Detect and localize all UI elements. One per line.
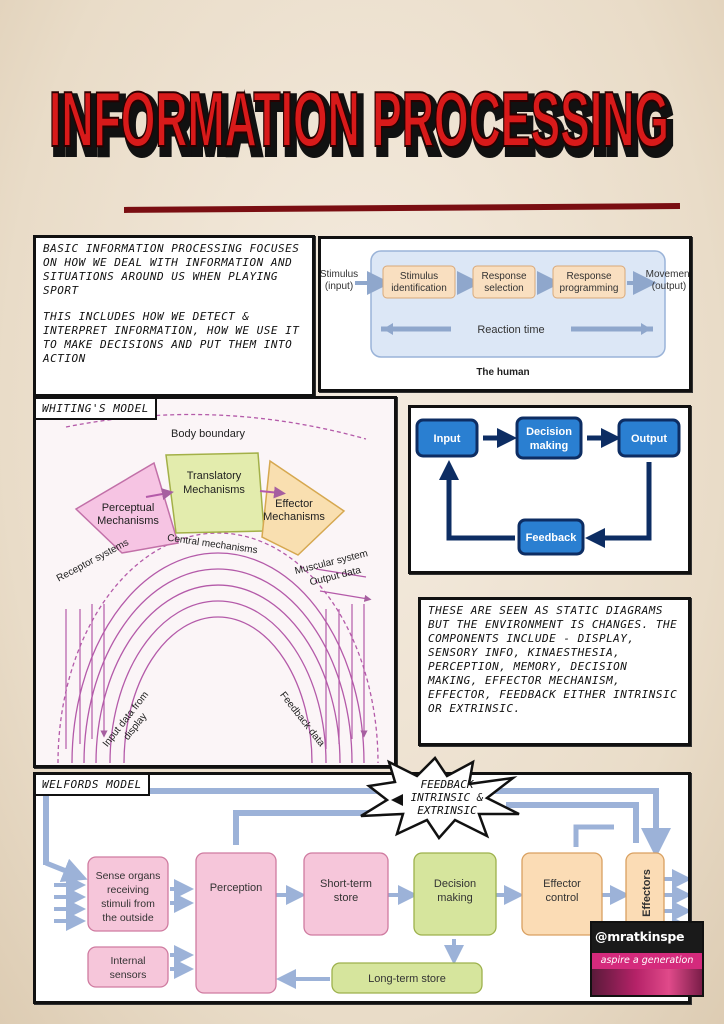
perception-label: Perception bbox=[210, 882, 263, 894]
intro-para-1: BASIC INFORMATION PROCESSING FOCUSES ON … bbox=[43, 242, 300, 297]
stimulus-identification-box bbox=[382, 265, 456, 299]
long-term-store-box bbox=[331, 962, 483, 994]
loop-input: Input bbox=[434, 433, 461, 445]
effector-mechanisms-box bbox=[261, 459, 346, 556]
body-boundary-label: Body boundary bbox=[171, 428, 245, 440]
title-text: INFORMATION PROCESSING bbox=[49, 75, 669, 163]
static-note-text: THESE ARE SEEN AS STATIC DIAGRAMS BUT TH… bbox=[428, 604, 678, 715]
title-shadow: INFORMATION PROCESSING bbox=[53, 81, 673, 169]
the-human-caption: The human bbox=[476, 367, 529, 378]
loop-feedback: Feedback bbox=[526, 532, 578, 544]
response-selection-box bbox=[472, 265, 536, 299]
badge-photo-strip bbox=[592, 969, 702, 995]
intro-para-2: THIS INCLUDES HOW WE DETECT & INTERPRET … bbox=[43, 310, 300, 365]
effectors-label: Effectors bbox=[641, 869, 653, 917]
reaction-time-label: Reaction time bbox=[477, 324, 544, 336]
decision-making-box bbox=[413, 852, 497, 936]
static-note-panel: THESE ARE SEEN AS STATIC DIAGRAMS BUT TH… bbox=[418, 597, 691, 746]
long-term-store-label: Long-term store bbox=[368, 973, 446, 985]
stimulus-input-label: Stimulus(input) bbox=[321, 269, 358, 292]
movement-output-label: Movement(output) bbox=[646, 269, 689, 292]
title-underline bbox=[123, 203, 681, 213]
internal-sensors-box bbox=[87, 946, 169, 988]
poster-title: INFORMATION PROCESSING INFORMATION PROCE… bbox=[48, 74, 678, 174]
short-term-store-box bbox=[303, 852, 389, 936]
perceptual-mechanisms-box bbox=[74, 461, 179, 554]
sense-organs-box bbox=[87, 856, 169, 932]
badge-handle: @mratkinspe bbox=[595, 929, 685, 944]
perception-box bbox=[195, 852, 277, 994]
response-programming-box bbox=[552, 265, 626, 299]
welford-caption: WELFORDS MODEL bbox=[36, 775, 150, 796]
whiting-caption: WHITING'S MODEL bbox=[36, 399, 157, 420]
intro-panel: BASIC INFORMATION PROCESSING FOCUSES ON … bbox=[33, 235, 315, 397]
effector-control-box bbox=[521, 852, 603, 936]
author-badge: @mratkinspe aspire a generation bbox=[590, 921, 704, 997]
loop-output: Output bbox=[631, 433, 667, 445]
badge-tagline: aspire a generation bbox=[592, 953, 702, 969]
